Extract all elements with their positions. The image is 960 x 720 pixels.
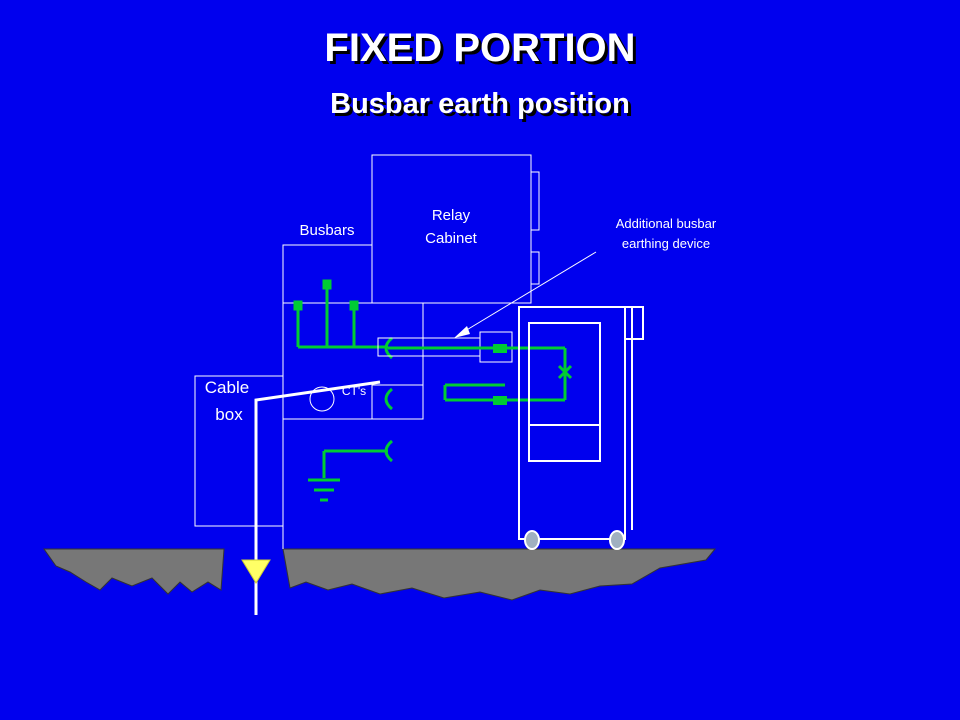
earthing-contact-upper	[493, 344, 507, 353]
relay-cabinet	[371, 154, 532, 304]
slide-title: FIXED PORTION	[324, 26, 636, 70]
busbars-label: Busbars	[299, 222, 354, 239]
ground-strip	[43, 548, 717, 601]
lower-spout-box	[371, 384, 424, 420]
earth-symbol	[308, 449, 388, 502]
withdrawable-truck	[518, 306, 644, 540]
relay-cabinet-door-hinge-bottom	[530, 251, 540, 285]
busbars	[293, 279, 388, 349]
cts-label: CT's	[342, 384, 366, 398]
relay-cabinet-label-line2: Cabinet	[425, 230, 478, 247]
cable-termination	[241, 380, 381, 615]
earthing-device-label-line2: earthing device	[622, 236, 710, 251]
ct-symbol	[309, 386, 335, 412]
cable-box-label-line2: box	[215, 405, 243, 424]
relay-cabinet-label-line1: Relay	[432, 207, 471, 224]
slide-subtitle: Busbar earth position	[330, 88, 630, 120]
cable-box-label-line1: Cable	[205, 378, 249, 397]
earthing-device-label-line1: Additional busbar	[616, 216, 717, 231]
earthing-contact-lower	[493, 396, 507, 405]
truck-wheels	[524, 530, 625, 550]
relay-cabinet-door-hinge-top	[530, 171, 540, 231]
cable-box	[194, 375, 284, 527]
device-pointer-arrow	[454, 251, 597, 338]
